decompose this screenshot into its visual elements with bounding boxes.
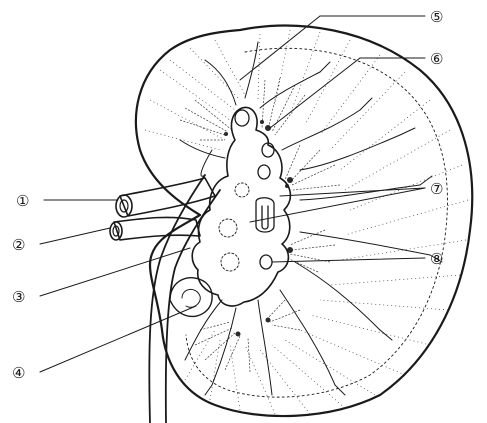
renal-blood-vessels <box>180 42 442 395</box>
leader-3 <box>40 248 190 296</box>
callout-8: ⑧ <box>430 250 443 268</box>
leader-4 <box>40 306 196 372</box>
callout-3: ③ <box>12 288 25 306</box>
calyx-u-shape <box>256 198 274 232</box>
calyx-minor <box>258 165 270 179</box>
sinus-fat-circle <box>221 253 239 271</box>
sinus-fat-circle <box>219 219 237 237</box>
calyx-minor <box>235 110 249 126</box>
leader-lines <box>40 16 425 372</box>
leader-2 <box>40 228 110 244</box>
calyx-minor <box>260 255 272 269</box>
callout-4: ④ <box>12 364 25 382</box>
callout-1: ① <box>16 192 29 210</box>
callout-2: ② <box>12 236 25 254</box>
renal-pyramids <box>180 78 340 372</box>
leader-8 <box>272 258 425 262</box>
leader-6b <box>270 58 360 128</box>
callout-labels: ① ② ③ ④ ⑤ ⑥ ⑦ ⑧ <box>12 8 443 382</box>
callout-5: ⑤ <box>430 8 443 26</box>
callout-7: ⑦ <box>430 180 443 198</box>
callout-6: ⑥ <box>430 50 443 68</box>
sinus-fat-circle <box>235 183 249 197</box>
renal-pelvis <box>192 107 290 305</box>
